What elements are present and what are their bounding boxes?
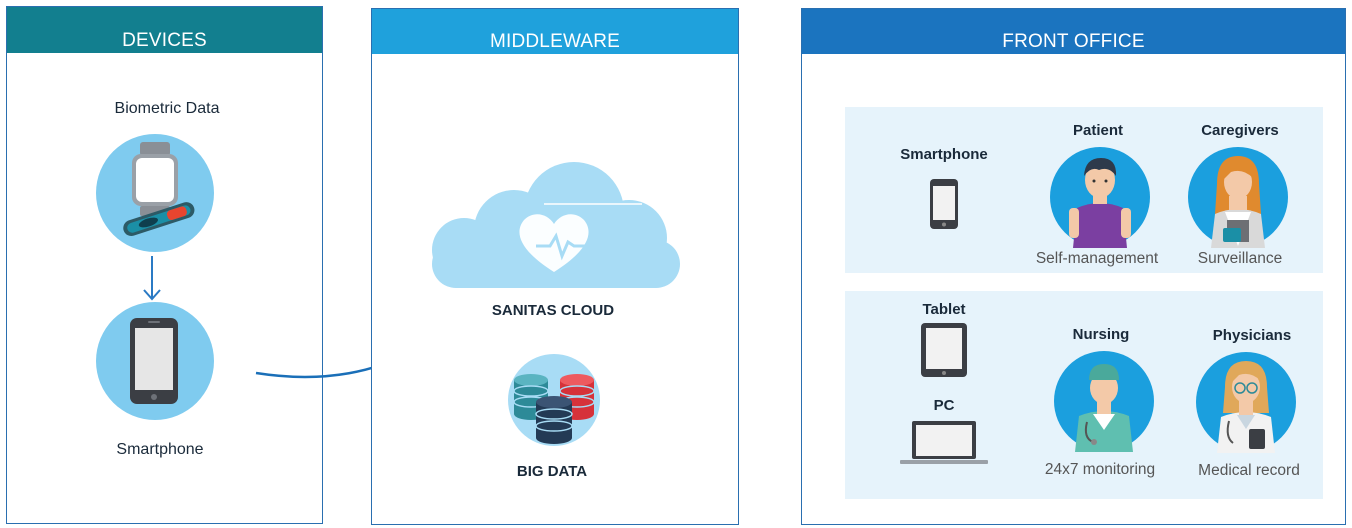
biometric-data-label: Biometric Data bbox=[114, 100, 220, 117]
patient-avatar-icon bbox=[1050, 147, 1150, 248]
caregivers-avatar-icon bbox=[1188, 147, 1288, 248]
down-arrow-icon bbox=[143, 256, 161, 301]
physicians-caption: Medical record bbox=[1198, 462, 1300, 479]
nursing-avatar-icon bbox=[1054, 351, 1154, 452]
nursing-label: Nursing bbox=[1072, 326, 1130, 343]
cloud-icon bbox=[432, 162, 680, 288]
front-office-header: FRONT OFFICE bbox=[802, 9, 1345, 54]
pc-label: PC bbox=[933, 397, 955, 414]
sanitas-cloud-label: SANITAS CLOUD bbox=[491, 302, 615, 319]
tablet-icon bbox=[921, 323, 967, 377]
middleware-header: MIDDLEWARE bbox=[372, 9, 738, 54]
big-data-icon bbox=[508, 354, 600, 446]
front-office-title: FRONT OFFICE bbox=[1002, 31, 1145, 52]
tablet-label: Tablet bbox=[922, 301, 966, 318]
devices-panel: DEVICES bbox=[6, 6, 323, 524]
devices-title: DEVICES bbox=[122, 30, 207, 51]
biometric-device-icon bbox=[96, 134, 214, 252]
middleware-title: MIDDLEWARE bbox=[489, 31, 621, 52]
caregivers-label: Caregivers bbox=[1201, 122, 1279, 139]
devices-header: DEVICES bbox=[7, 7, 322, 53]
patient-caption: Self-management bbox=[1035, 250, 1159, 267]
patient-label: Patient bbox=[1072, 122, 1124, 139]
smartphone-circle-icon bbox=[96, 302, 214, 420]
big-data-label: BIG DATA bbox=[516, 463, 588, 480]
pc-laptop-icon bbox=[900, 421, 988, 464]
caregivers-caption: Surveillance bbox=[1197, 250, 1283, 267]
physicians-avatar-icon bbox=[1196, 352, 1296, 453]
smartphone-label: Smartphone bbox=[116, 441, 204, 458]
row1-smartphone-icon bbox=[930, 179, 958, 229]
physicians-label: Physicians bbox=[1212, 327, 1292, 344]
nursing-caption: 24x7 monitoring bbox=[1044, 461, 1156, 478]
row1-smartphone-label: Smartphone bbox=[900, 146, 988, 163]
